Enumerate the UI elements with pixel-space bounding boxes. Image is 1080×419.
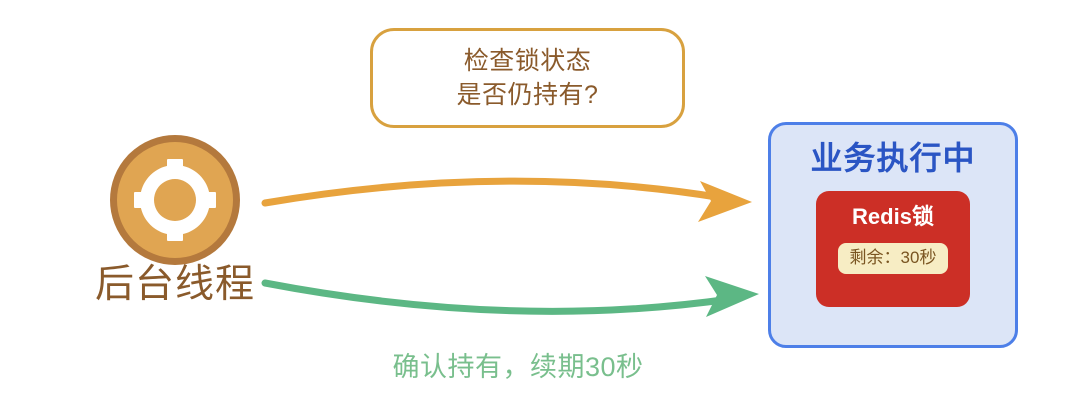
panel-title: 业务执行中 [810,140,976,176]
bubble-line-2: 是否仍持有? [456,81,599,109]
target-crosshair-icon [134,159,216,241]
check-lock-bubble: 检查锁状态 是否仍持有? [370,28,685,128]
background-thread-actor [110,135,240,265]
renew-lock-arrow [261,276,759,317]
redis-lock-card: Redis锁 剩余：30秒 [816,191,970,307]
background-thread-label: 后台线程 [94,263,255,306]
renew-lock-arrow-line [261,279,734,315]
check-lock-arrow-line [261,177,727,207]
renew-lock-arrow-head [705,276,759,317]
redis-lock-ttl-badge: 剩余：30秒 [837,243,949,274]
redis-lock-title: Redis锁 [852,204,934,229]
renew-lock-caption: 确认持有，续期30秒 [392,352,644,382]
bubble-line-1: 检查锁状态 [463,47,592,75]
business-executing-panel: 业务执行中 Redis锁 剩余：30秒 [768,122,1018,348]
check-lock-arrow [261,177,752,222]
check-lock-arrow-head [698,181,752,222]
